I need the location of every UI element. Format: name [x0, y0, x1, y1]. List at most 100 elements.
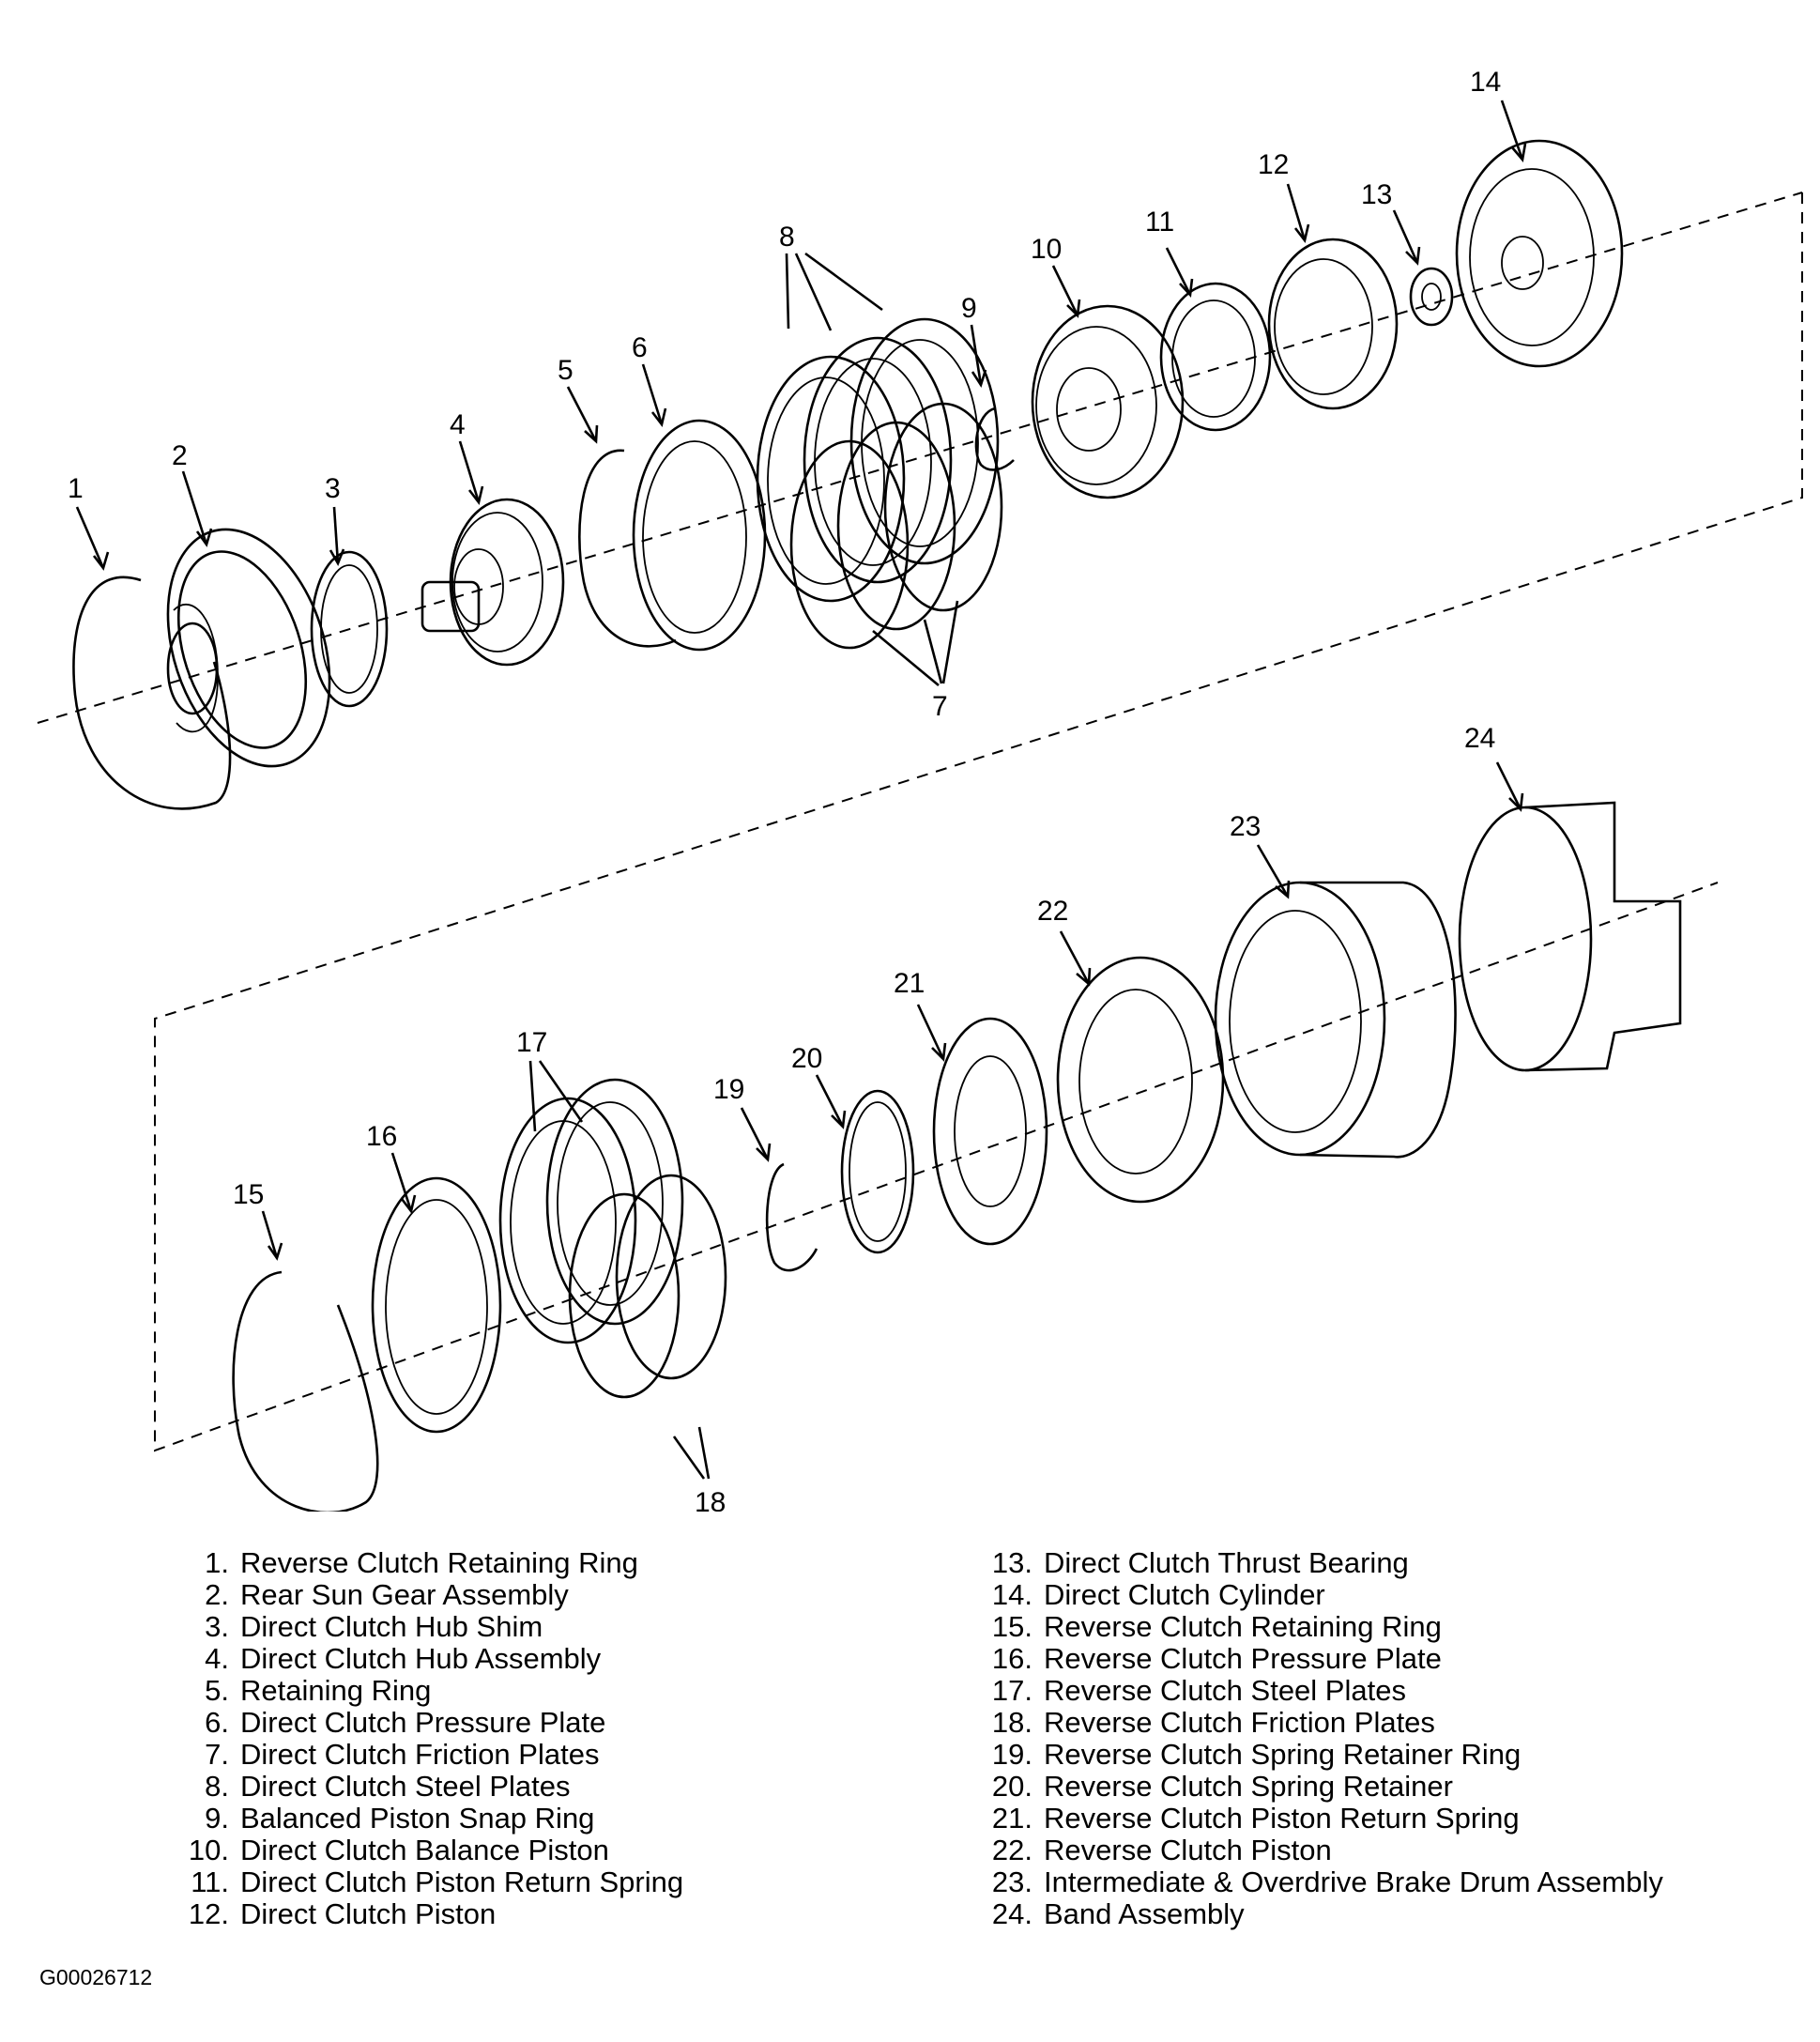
legend-item-label: Direct Clutch Cylinder — [1044, 1578, 1325, 1611]
callout-1: 1 — [68, 473, 84, 504]
part-14-direct-clutch-cylinder — [1455, 139, 1624, 368]
part-22-reverse-clutch-piston — [1056, 956, 1225, 1204]
legend-item-label: Reverse Clutch Steel Plates — [1044, 1674, 1406, 1707]
legend-item: 6. Direct Clutch Pressure Plate — [178, 1707, 683, 1739]
legend-item: 10. Direct Clutch Balance Piston — [178, 1835, 683, 1866]
callout-5: 5 — [558, 355, 574, 386]
legend-item-number: 22. — [991, 1834, 1032, 1866]
legend-item-label: Rear Sun Gear Assembly — [240, 1578, 569, 1611]
legend-item-number: 9. — [205, 1802, 229, 1835]
legend-item-number: 13. — [991, 1546, 1032, 1579]
legend-item-number: 2. — [205, 1578, 229, 1611]
legend-item-label: Reverse Clutch Piston Return Spring — [1044, 1802, 1520, 1835]
callout-21: 21 — [894, 968, 925, 999]
legend-item: 24.Band Assembly — [982, 1898, 1663, 1930]
legend-item-number: 8. — [205, 1770, 229, 1803]
leader-arrows — [75, 100, 1527, 1480]
part-7-8-clutch-plates — [756, 317, 1003, 650]
legend-item: 16. Reverse Clutch Pressure Plate — [982, 1643, 1663, 1675]
part-5-retaining-ring — [578, 449, 677, 648]
callout-10: 10 — [1031, 234, 1062, 265]
legend-item-number: 16. — [991, 1642, 1032, 1675]
part-21-piston-return-spring — [932, 1017, 1048, 1246]
part-12-direct-clutch-piston — [1267, 238, 1399, 410]
legend-item: 22. Reverse Clutch Piston — [982, 1835, 1663, 1866]
legend-item: 9. Balanced Piston Snap Ring — [178, 1803, 683, 1835]
legend-item-number: 24. — [991, 1897, 1032, 1930]
callout-12: 12 — [1258, 149, 1289, 180]
callout-23: 23 — [1230, 811, 1261, 842]
callout-3: 3 — [325, 473, 341, 504]
legend-item-label: Direct Clutch Friction Plates — [240, 1738, 600, 1771]
legend-item: 17.Reverse Clutch Steel Plates — [982, 1675, 1663, 1707]
callout-22: 22 — [1037, 896, 1068, 927]
callout-labels: 1 2 3 4 5 6 7 8 9 10 11 12 13 14 15 16 1… — [68, 67, 1501, 1512]
part-9-snap-ring — [974, 407, 1015, 471]
callout-13: 13 — [1361, 179, 1392, 210]
legend-item-label: Direct Clutch Steel Plates — [240, 1770, 571, 1803]
legend-item: 18. Reverse Clutch Friction Plates — [982, 1707, 1663, 1739]
callout-2: 2 — [172, 440, 188, 471]
callout-6: 6 — [632, 332, 648, 363]
legend-item-label: Direct Clutch Hub Shim — [240, 1610, 543, 1643]
legend-item-number: 18. — [991, 1706, 1032, 1739]
legend-item-label: Direct Clutch Balance Piston — [240, 1834, 609, 1866]
legend-item-number: 12. — [188, 1897, 229, 1930]
part-1-retaining-ring — [72, 576, 232, 810]
legend-item: 13.Direct Clutch Thrust Bearing — [982, 1547, 1663, 1579]
legend-item: 7.Direct Clutch Friction Plates — [178, 1739, 683, 1771]
legend-item-number: 14. — [991, 1578, 1032, 1611]
legend-item-label: Direct Clutch Hub Assembly — [240, 1642, 602, 1675]
callout-11: 11 — [1145, 207, 1174, 238]
legend-item-number: 6. — [205, 1706, 229, 1739]
legend-item: 8. Direct Clutch Steel Plates — [178, 1771, 683, 1803]
legend-item: 19.Reverse Clutch Spring Retainer Ring — [982, 1739, 1663, 1771]
part-20-spring-retainer — [840, 1089, 915, 1254]
legend-item: 1. Reverse Clutch Retaining Ring — [178, 1547, 683, 1579]
legend-item: 20.Reverse Clutch Spring Retainer — [982, 1771, 1663, 1803]
legend-item-label: Reverse Clutch Spring Retainer Ring — [1044, 1738, 1522, 1771]
legend-item: 12.Direct Clutch Piston — [178, 1898, 683, 1930]
callout-18: 18 — [695, 1487, 726, 1512]
legend-item-label: Reverse Clutch Pressure Plate — [1044, 1642, 1442, 1675]
legend-item-label: Retaining Ring — [240, 1674, 432, 1707]
part-17-18-clutch-plates — [498, 1078, 727, 1399]
part-11-return-spring — [1159, 282, 1272, 432]
legend-item-number: 15. — [991, 1610, 1032, 1643]
callout-9: 9 — [961, 293, 977, 324]
part-15-retaining-ring — [232, 1270, 379, 1512]
callout-14: 14 — [1470, 67, 1501, 98]
legend-item-label: Reverse Clutch Friction Plates — [1044, 1706, 1435, 1739]
legend-item-label: Reverse Clutch Retaining Ring — [1044, 1610, 1442, 1643]
part-16-pressure-plate — [371, 1176, 502, 1434]
legend-item: 4.Direct Clutch Hub Assembly — [178, 1643, 683, 1675]
legend-item: 15. Reverse Clutch Retaining Ring — [982, 1611, 1663, 1643]
callout-7: 7 — [932, 691, 948, 722]
legend-item-label: Balanced Piston Snap Ring — [240, 1802, 595, 1835]
legend-item-number: 23. — [991, 1865, 1032, 1898]
part-13-thrust-bearing — [1409, 267, 1454, 327]
legend-item-label: Reverse Clutch Retaining Ring — [240, 1546, 638, 1579]
legend-item-number: 11. — [191, 1865, 229, 1898]
legend-item-label: Direct Clutch Pressure Plate — [240, 1706, 606, 1739]
legend-item-number: 5. — [205, 1674, 229, 1707]
legend-item: 11. Direct Clutch Piston Return Spring — [178, 1866, 683, 1898]
legend-item-label: Intermediate & Overdrive Brake Drum Asse… — [1044, 1865, 1663, 1898]
legend-item-number: 1. — [205, 1546, 229, 1579]
legend-item-number: 10. — [188, 1834, 229, 1866]
callout-20: 20 — [791, 1043, 822, 1074]
callout-15: 15 — [233, 1179, 264, 1210]
legend-item-number: 20. — [991, 1770, 1032, 1803]
legend-item: 5. Retaining Ring — [178, 1675, 683, 1707]
axis-lines — [37, 192, 1803, 1452]
part-23-brake-drum — [1214, 881, 1457, 1159]
legend-item-label: Reverse Clutch Piston — [1044, 1834, 1332, 1866]
part-4-hub-assembly — [421, 498, 565, 667]
legend-item: 14. Direct Clutch Cylinder — [982, 1579, 1663, 1611]
legend-item: 3.Direct Clutch Hub Shim — [178, 1611, 683, 1643]
callout-19: 19 — [713, 1074, 744, 1105]
callout-16: 16 — [366, 1121, 397, 1152]
legend-item-label: Direct Clutch Piston Return Spring — [240, 1865, 684, 1898]
part-6-pressure-plate — [632, 419, 767, 652]
